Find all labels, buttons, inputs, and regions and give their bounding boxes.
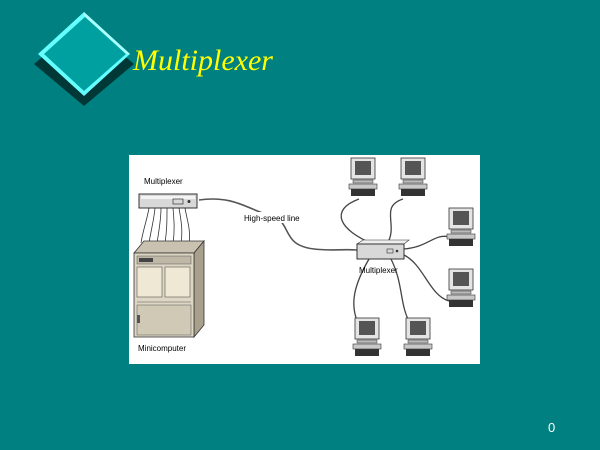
terminal-icon xyxy=(348,157,378,196)
terminal-icon xyxy=(398,157,428,196)
terminal-icon xyxy=(446,207,476,246)
multiplexer-diagram: Multiplexer High-speed line Multiplexer … xyxy=(129,155,480,364)
mux-to-computer-cables xyxy=(140,207,190,244)
high-speed-line-label: High-speed line xyxy=(244,214,300,223)
terminal-icon xyxy=(403,317,433,356)
page-number: 0 xyxy=(548,420,556,435)
right-multiplexer-icon xyxy=(356,239,410,260)
terminal-icon xyxy=(352,317,382,356)
high-speed-line xyxy=(198,198,358,251)
left-multiplexer-icon xyxy=(138,193,198,209)
minicomputer-label: Minicomputer xyxy=(138,344,186,353)
left-multiplexer-label: Multiplexer xyxy=(144,177,183,186)
diamond-bullet-icon xyxy=(34,12,134,106)
terminal-cables xyxy=(340,198,451,326)
terminal-icon xyxy=(446,268,476,307)
right-multiplexer-label: Multiplexer xyxy=(359,266,398,275)
minicomputer-icon xyxy=(133,239,205,339)
slide-title: Multiplexer xyxy=(133,44,273,77)
